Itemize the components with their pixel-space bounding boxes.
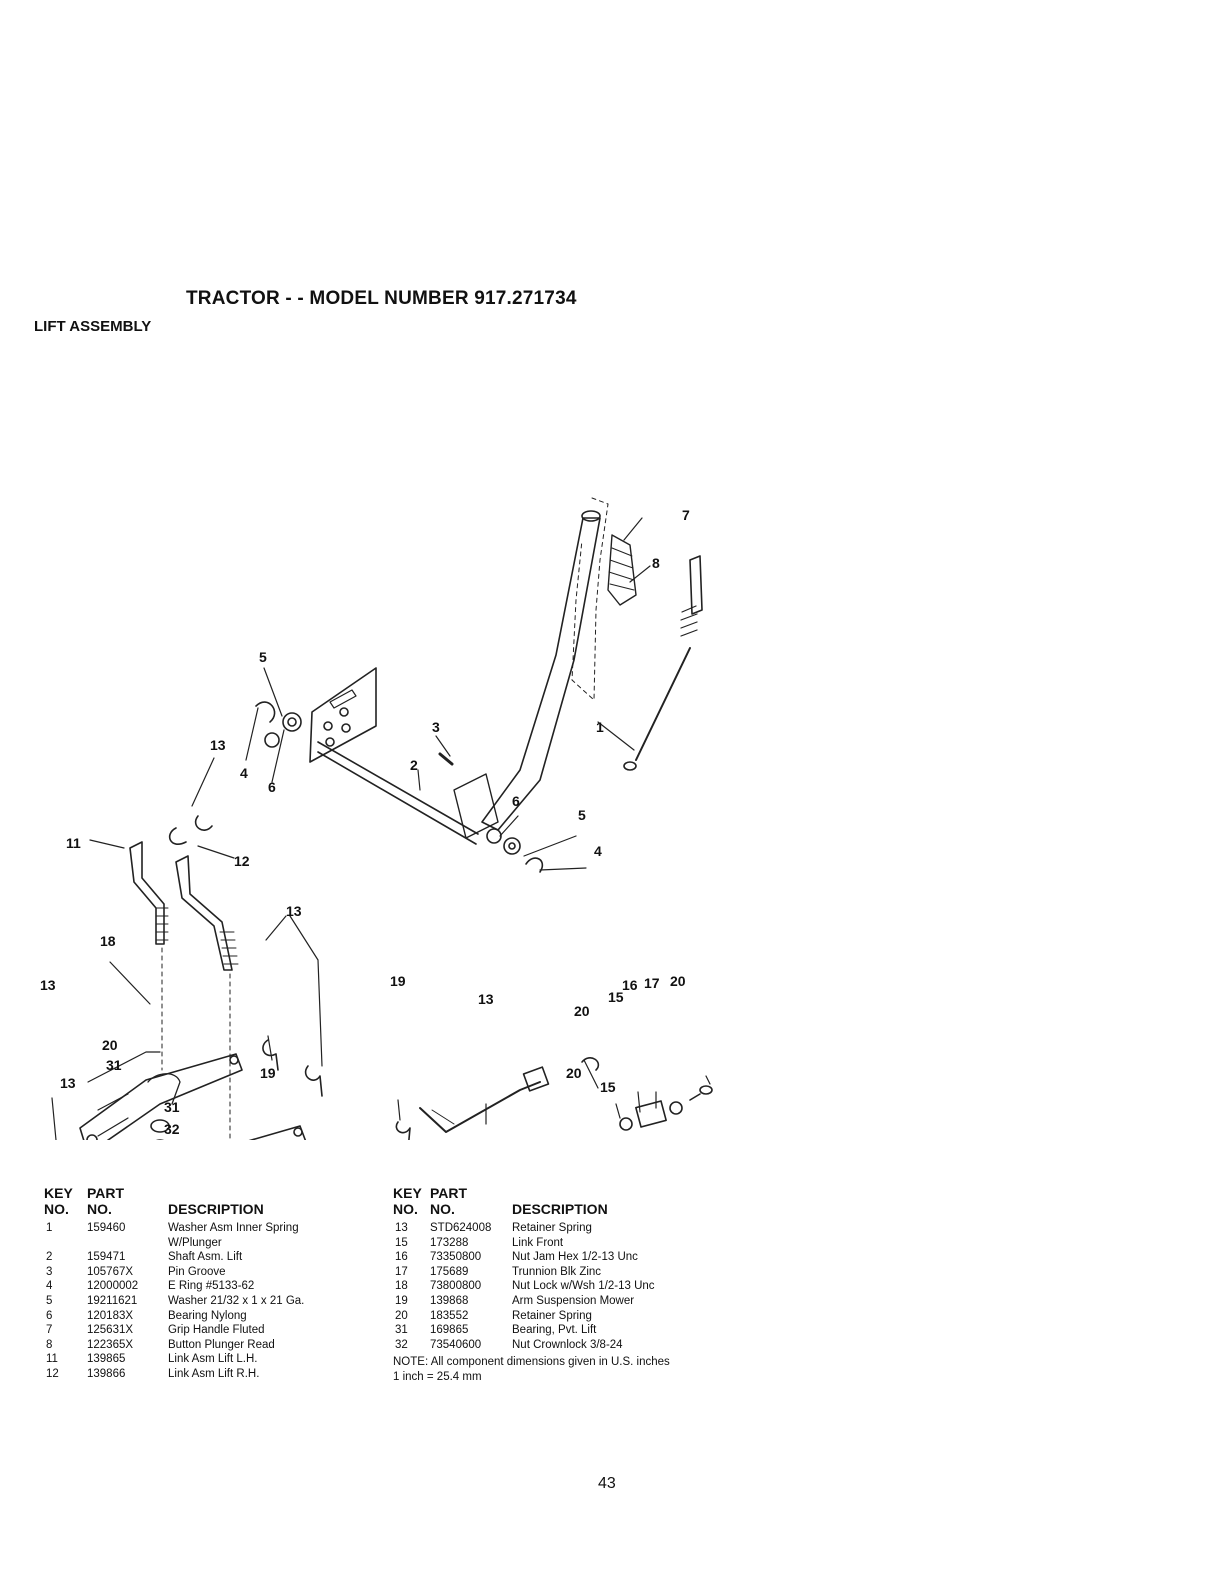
page-title: TRACTOR - - MODEL NUMBER 917.271734 xyxy=(186,288,577,309)
spring-rod xyxy=(689,555,703,615)
mounting-plate xyxy=(309,667,377,763)
table-row: 2 159471 Shaft Asm. Lift xyxy=(46,1251,243,1264)
key-no-header: NO. xyxy=(44,1201,69,1217)
page-number: 43 xyxy=(598,1475,616,1492)
link-lh xyxy=(129,841,165,945)
table-row: 7 125631X Grip Handle Fluted xyxy=(46,1324,265,1337)
dimension-note: NOTE: All component dimensions given in … xyxy=(393,1355,753,1384)
callout-label: 20 xyxy=(670,973,686,989)
callout-label: 20 xyxy=(102,1037,118,1053)
part-header: PART xyxy=(430,1185,468,1201)
lift-shaft xyxy=(317,741,479,845)
arm-suspension-upper xyxy=(79,1053,243,1140)
grip-handle xyxy=(607,534,637,606)
parts-table-left: KEY PART NO. NO. DESCRIPTION 1 159460 Wa… xyxy=(44,1185,384,1382)
callout-label: 1 xyxy=(596,719,604,735)
table-row: 12 139866 Link Asm Lift R.H. xyxy=(46,1367,260,1380)
key-header: KEY xyxy=(44,1185,73,1201)
callout-label: 12 xyxy=(234,853,250,869)
callout-label: 6 xyxy=(268,779,276,795)
callout-label: 16 xyxy=(622,977,638,993)
callout-labels: 1 2 3 4 4 5 5 6 6 7 8 11 12 13 13 13 13 … xyxy=(40,507,690,1137)
callout-label: 19 xyxy=(260,1065,276,1081)
table-row: 19 139868 Arm Suspension Mower xyxy=(395,1294,635,1307)
callout-label: 13 xyxy=(40,977,56,993)
callout-label: 5 xyxy=(578,807,586,823)
description-header: DESCRIPTION xyxy=(168,1201,264,1217)
part-header: PART xyxy=(87,1185,125,1201)
table-row: 15 173288 Link Front xyxy=(395,1236,564,1249)
table-row: 4 12000002 E Ring #5133-62 xyxy=(46,1280,255,1293)
part-no-header: NO. xyxy=(430,1201,455,1217)
parts-table-right: KEY PART NO. NO. DESCRIPTION 13 STD62400… xyxy=(393,1185,733,1352)
table-row: 1 159460 Washer Asm Inner Spring xyxy=(46,1222,299,1234)
callout-label: 18 xyxy=(100,933,116,949)
table-row: 5 19211621 Washer 21/32 x 1 x 21 Ga. xyxy=(46,1294,305,1307)
callout-label: 4 xyxy=(240,765,248,781)
callout-label: 6 xyxy=(512,793,520,809)
callout-label: 15 xyxy=(608,989,624,1005)
callout-label: 13 xyxy=(286,903,302,919)
callout-label: 2 xyxy=(410,757,418,773)
callout-label: 4 xyxy=(594,843,602,859)
callout-label: 31 xyxy=(164,1099,180,1115)
table-row: 17 175689 Trunnion Blk Zinc xyxy=(395,1265,602,1278)
table-header-bottom: NO. NO. DESCRIPTION xyxy=(44,1201,384,1217)
callout-label: 7 xyxy=(682,507,690,523)
table-row: 31 169865 Bearing, Pvt. Lift xyxy=(395,1324,597,1337)
table-row: 18 73800800 Nut Lock w/Wsh 1/2-13 Unc xyxy=(395,1280,655,1293)
callout-label: 32 xyxy=(164,1121,180,1137)
key-header: KEY xyxy=(393,1185,422,1201)
table-row: 13 STD624008 Retainer Spring xyxy=(395,1222,592,1234)
lift-assembly-diagram: 1 2 3 4 4 5 5 6 6 7 8 11 12 13 13 13 13 … xyxy=(40,497,713,1140)
table-header-bottom: NO. NO. DESCRIPTION xyxy=(393,1201,733,1217)
callout-label: 13 xyxy=(60,1075,76,1091)
description-header: DESCRIPTION xyxy=(512,1201,608,1217)
callout-label: 15 xyxy=(600,1079,616,1095)
table-row: 3 105767X Pin Groove xyxy=(46,1265,226,1278)
key-no-header: NO. xyxy=(393,1201,418,1217)
callout-label: 11 xyxy=(66,835,81,851)
callout-label: 31 xyxy=(106,1057,122,1073)
table-header-top: KEY PART xyxy=(44,1185,384,1201)
note-conversion: 1 inch = 25.4 mm xyxy=(393,1370,482,1383)
note-line: NOTE: All component dimensions given in … xyxy=(393,1356,670,1368)
callout-label: 3 xyxy=(432,719,440,735)
callout-label: 8 xyxy=(652,555,660,571)
callout-label: 20 xyxy=(566,1065,582,1081)
lift-handle xyxy=(481,517,601,831)
table-row: 6 120183X Bearing Nylong xyxy=(46,1309,247,1322)
callout-label: 5 xyxy=(259,649,267,665)
table-header-top: KEY PART xyxy=(393,1185,733,1201)
section-title: LIFT ASSEMBLY xyxy=(34,318,152,335)
part-no-header: NO. xyxy=(87,1201,112,1217)
table-row: 11 139865 Link Asm Lift L.H. xyxy=(46,1353,258,1366)
table-row: 16 73350800 Nut Jam Hex 1/2-13 Unc xyxy=(395,1251,638,1264)
callout-label: 20 xyxy=(574,1003,590,1019)
table-row: W/Plunger xyxy=(168,1236,222,1249)
callout-label: 13 xyxy=(478,991,494,1007)
table-row: 20 183552 Retainer Spring xyxy=(395,1309,592,1322)
callout-label: 19 xyxy=(390,973,406,989)
table-row: 32 73540600 Nut Crownlock 3/8-24 xyxy=(395,1338,623,1351)
callout-label: 17 xyxy=(644,975,660,991)
link-rh xyxy=(175,855,233,971)
link-front-upper xyxy=(419,1081,541,1133)
table-row: 8 122365X Button Plunger Read xyxy=(46,1338,275,1351)
callout-label: 13 xyxy=(210,737,226,753)
